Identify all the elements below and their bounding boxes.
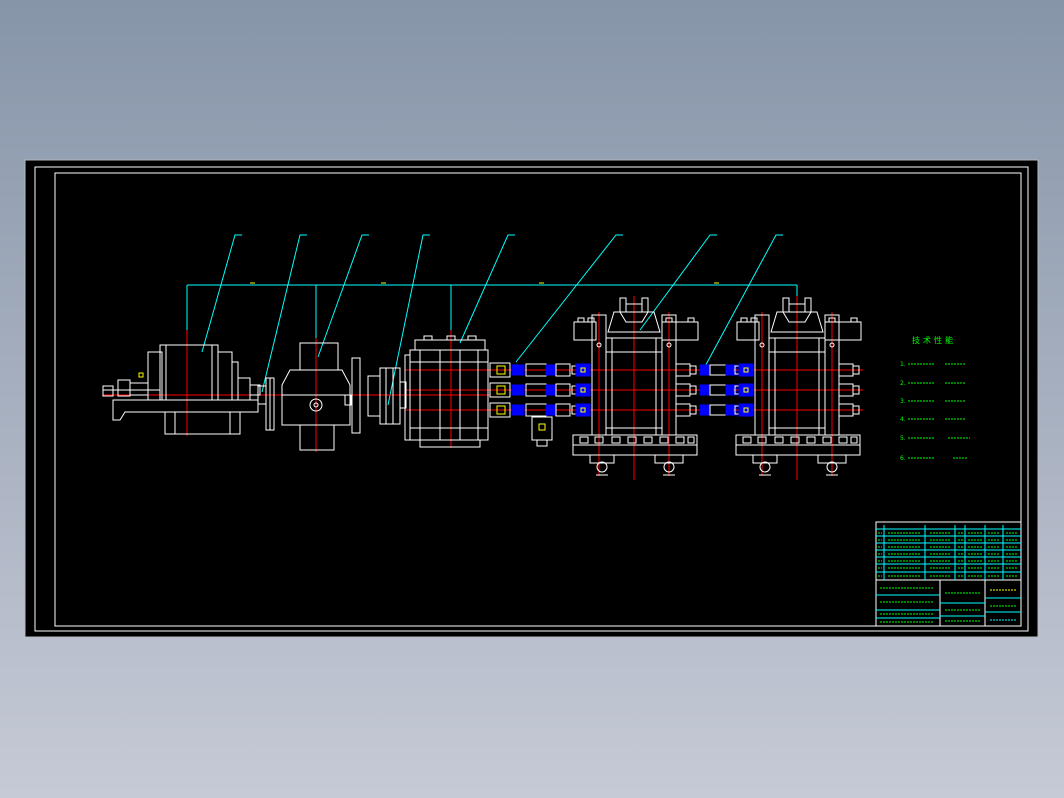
svg-text:6.: 6. xyxy=(900,455,906,462)
svg-text:5.: 5. xyxy=(900,435,906,442)
spec-heading: 技术性能 xyxy=(912,335,956,345)
spindle-row-bottom xyxy=(489,402,571,418)
leader-6 xyxy=(515,234,623,363)
svg-text:1.: 1. xyxy=(900,361,906,368)
leader-3 xyxy=(317,234,369,358)
spec-item-6: 6. xyxy=(900,455,968,462)
spindle-row-middle xyxy=(489,382,571,398)
spec-item-1: 1. xyxy=(900,361,966,368)
spec-item-3: 3. xyxy=(900,398,966,405)
svg-text:3.: 3. xyxy=(900,398,906,405)
title-block xyxy=(875,521,1022,627)
motor-coupling xyxy=(257,377,275,431)
leader-1 xyxy=(201,234,242,353)
part-leaders xyxy=(201,234,783,406)
title-area-grid xyxy=(876,580,1021,626)
inner-drawing-frame xyxy=(54,172,1022,627)
main-motor xyxy=(102,344,261,435)
inter-stand-spindles xyxy=(699,364,737,416)
main-coupling xyxy=(344,357,407,434)
pinion-stand xyxy=(404,335,489,448)
outer-drawing-frame xyxy=(34,166,1029,632)
title-block-entries xyxy=(878,532,1018,623)
spec-item-2: 2. xyxy=(900,380,966,387)
spec-item-4: 4. xyxy=(900,416,966,423)
svg-text:4.: 4. xyxy=(900,416,906,423)
roll-stand-1 xyxy=(570,296,700,480)
drawing-canvas[interactable] xyxy=(24,159,1039,638)
spindle-row-top xyxy=(489,362,571,378)
leader-8 xyxy=(701,234,783,373)
svg-text:2.: 2. xyxy=(900,380,906,387)
pinion-spindles xyxy=(489,362,571,447)
leader-7 xyxy=(639,234,717,331)
reduction-gearbox xyxy=(281,342,351,451)
parts-list-grid xyxy=(876,525,1021,581)
spec-item-5: 5. xyxy=(900,435,970,442)
technical-spec-block: 技术性能 1. 2. 3. 4. 5. 6. xyxy=(900,335,970,462)
leader-2 xyxy=(261,234,307,393)
leader-4 xyxy=(387,234,430,406)
leader-5 xyxy=(459,234,515,344)
